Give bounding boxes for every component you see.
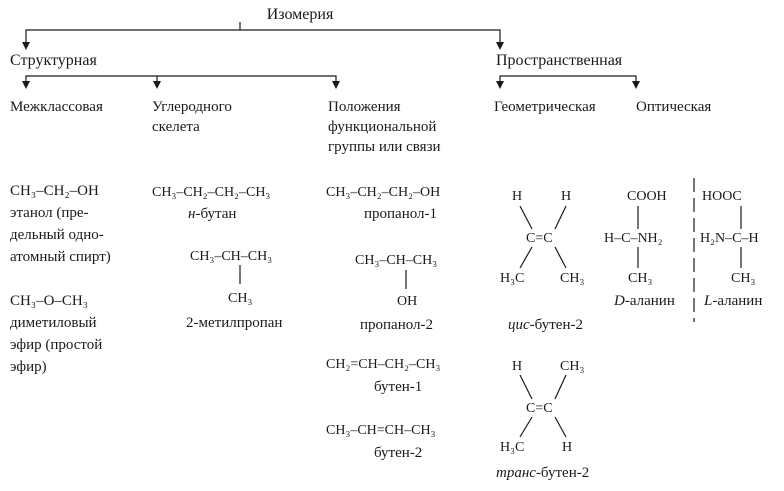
butane-prefix: н xyxy=(188,206,196,222)
cis-top-left: H xyxy=(512,189,523,204)
trans-top-right: CH₃ xyxy=(560,359,585,374)
d-alanine-top: COOH xyxy=(627,189,667,204)
cis-bond-tr xyxy=(554,205,567,230)
methylpropane-main: CH₃–CH–CH₃ xyxy=(190,249,273,264)
root-title: Изомерия xyxy=(266,6,334,23)
trans-bond-br xyxy=(554,416,567,438)
cis-prefix: цис xyxy=(508,317,530,333)
ethanol-formula: CH₃–CH₂–OH xyxy=(10,183,99,199)
butane-name: -бутан xyxy=(195,206,237,222)
trans-bond-bl xyxy=(519,416,533,438)
trans-prefix: транс xyxy=(496,465,536,481)
skeleton-title-1: Углеродного xyxy=(152,99,232,115)
cis-top-right: H xyxy=(561,189,572,204)
arrow-spatial xyxy=(496,42,504,50)
ether-desc-3: эфир) xyxy=(10,359,47,375)
trans-bond-tl xyxy=(519,374,533,400)
interclass-title: Межклассовая xyxy=(10,99,103,115)
geometric-title: Геометрическая xyxy=(494,99,596,115)
trans-name: -бутен-2 xyxy=(535,465,590,481)
l-name: -аланин xyxy=(712,293,763,309)
ether-desc-2: эфир (простой xyxy=(10,337,103,353)
cis-center: C=C xyxy=(526,231,553,246)
butene2-name: бутен-2 xyxy=(374,445,423,461)
l-alanine-label: L-аланин xyxy=(704,294,762,309)
butane-formula: CH₃–CH₂–CH₂–CH₃ xyxy=(152,185,271,200)
arrow-position xyxy=(332,81,340,89)
skeleton-title-2: скелета xyxy=(152,119,200,135)
cis-bond-bl xyxy=(519,246,533,269)
trans-center: C=C xyxy=(526,401,553,416)
root-bracket xyxy=(25,29,501,42)
propanol2-main: CH₃–CH–CH₃ xyxy=(355,253,438,268)
arrow-interclass xyxy=(22,81,30,89)
butene1-name: бутен-1 xyxy=(374,379,423,395)
l-alanine-top: HOOC xyxy=(702,189,742,204)
methylpropane-name: 2-метилпропан xyxy=(186,315,283,331)
cis-label: цис-бутен-2 xyxy=(508,318,583,333)
cis-bottom-left: H₃C xyxy=(500,271,525,286)
spatial-bracket xyxy=(499,75,637,81)
propanol1-formula: CH₃–CH₂–CH₂–OH xyxy=(326,185,441,200)
position-title-1: Положения xyxy=(328,99,401,115)
d-alanine-middle: H–C–NH₂ xyxy=(604,231,663,246)
trans-label: транс-бутен-2 xyxy=(496,466,589,481)
ethanol-desc-2: дельный одно- xyxy=(10,227,104,243)
spatial-title: Пространственная xyxy=(496,52,623,69)
arrow-structural xyxy=(22,42,30,50)
structural-title: Структурная xyxy=(10,52,97,69)
position-title-3: группы или связи xyxy=(328,139,441,155)
cis-bond-tl xyxy=(519,205,533,230)
butene2-formula: CH₃–CH=CH–CH₃ xyxy=(326,423,436,438)
structural-bracket xyxy=(25,75,337,81)
propanol2-branch: OH xyxy=(397,294,418,309)
trans-bottom-left: H₃C xyxy=(500,440,525,455)
d-letter: D xyxy=(614,293,625,309)
d-name: -аланин xyxy=(624,293,675,309)
ether-desc-1: диметиловый xyxy=(10,315,97,331)
ethanol-desc-1: этанол (пре- xyxy=(10,205,89,221)
ethanol-desc-3: атомный спирт) xyxy=(10,249,111,265)
arrow-skeleton xyxy=(153,81,161,89)
l-alanine-bottom: CH₃ xyxy=(731,271,756,286)
ether-formula: CH₃–O–CH₃ xyxy=(10,293,88,309)
propanol2-name: пропанол-2 xyxy=(360,317,434,333)
butene1-formula: CH₂=CH–CH₂–CH₃ xyxy=(326,357,441,372)
position-title-2: функциональной xyxy=(328,119,437,135)
d-alanine-label: D-аланин xyxy=(614,294,675,309)
arrow-geometric xyxy=(496,81,504,89)
trans-bottom-right: H xyxy=(562,440,573,455)
butane-label: н-бутан xyxy=(188,207,236,222)
arrow-optical xyxy=(632,81,640,89)
cis-name: -бутен-2 xyxy=(529,317,583,333)
trans-top-left: H xyxy=(512,359,523,374)
cis-bottom-right: CH₃ xyxy=(560,271,585,286)
d-alanine-bottom: CH₃ xyxy=(628,271,653,286)
l-alanine-middle: H₂N–C–H xyxy=(700,231,759,246)
trans-bond-tr xyxy=(554,374,567,400)
l-letter: L xyxy=(704,293,713,309)
cis-bond-br xyxy=(554,246,567,269)
methylpropane-branch: CH₃ xyxy=(228,291,253,306)
propanol1-name: пропанол-1 xyxy=(364,206,438,222)
optical-title: Оптическая xyxy=(636,99,712,115)
